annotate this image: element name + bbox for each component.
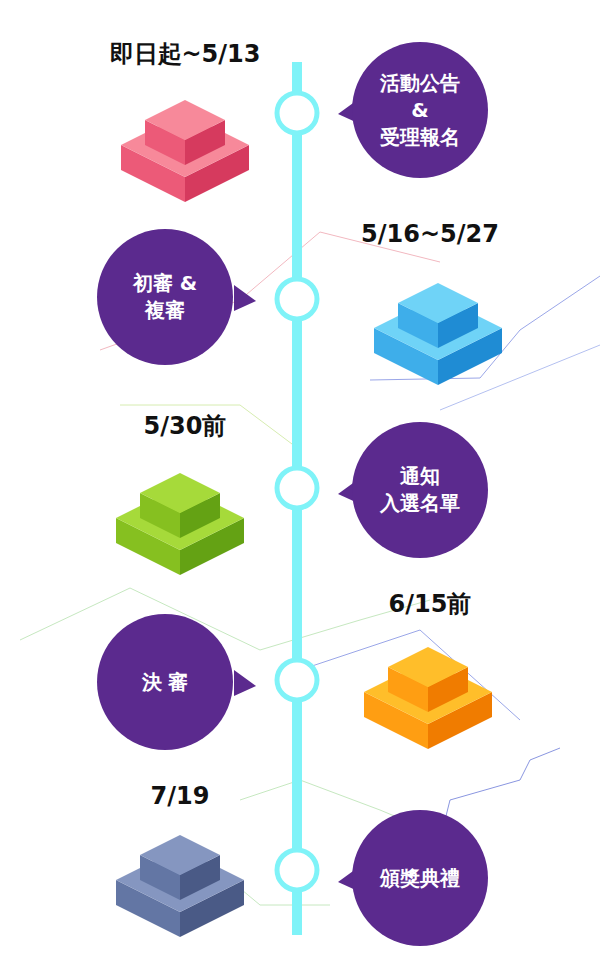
block-face [140, 473, 220, 513]
background-line [120, 405, 300, 450]
bubble-pointer [234, 285, 256, 311]
step-text: 通知 入選名單 [376, 463, 464, 517]
step-text: 決 審 [121, 669, 209, 696]
bubble-circle [352, 42, 488, 178]
step-text: 頒獎典禮 [376, 865, 464, 892]
bubble-pointer [234, 670, 256, 696]
bubble-shape [97, 229, 233, 365]
date-label: 即日起~5/13 [110, 38, 261, 70]
stacked-block [374, 283, 502, 385]
bubble-circle [97, 614, 233, 750]
date-label: 5/16~5/27 [361, 220, 499, 248]
stacked-block [116, 835, 244, 937]
block-face [140, 835, 220, 875]
timeline-marker [277, 660, 317, 700]
date-label: 7/19 [151, 782, 210, 810]
speech-bubble: 決 審 [97, 614, 233, 750]
background-line [20, 588, 430, 650]
stacked-block [364, 647, 492, 749]
timeline-marker [277, 850, 317, 890]
speech-bubble: 初審 & 複審 [97, 229, 233, 365]
bubble-circle [352, 810, 488, 946]
timeline-marker [277, 93, 317, 133]
speech-bubble: 通知 入選名單 [352, 422, 488, 558]
step-text: 活動公告 & 受理報名 [376, 70, 464, 151]
block-face [398, 283, 478, 323]
timeline-marker [277, 279, 317, 319]
step-text: 初審 & 複審 [121, 270, 209, 324]
bubble-shape [352, 422, 488, 558]
block-face [145, 100, 225, 140]
bubble-circle [352, 422, 488, 558]
timeline-marker [277, 468, 317, 508]
stacked-block [121, 100, 249, 202]
date-label: 6/15前 [389, 588, 472, 620]
date-label: 5/30前 [144, 410, 227, 442]
stacked-block [116, 473, 244, 575]
bubble-circle [97, 229, 233, 365]
block-face [388, 647, 468, 687]
speech-bubble: 活動公告 & 受理報名 [352, 42, 488, 178]
speech-bubble: 頒獎典禮 [352, 810, 488, 946]
